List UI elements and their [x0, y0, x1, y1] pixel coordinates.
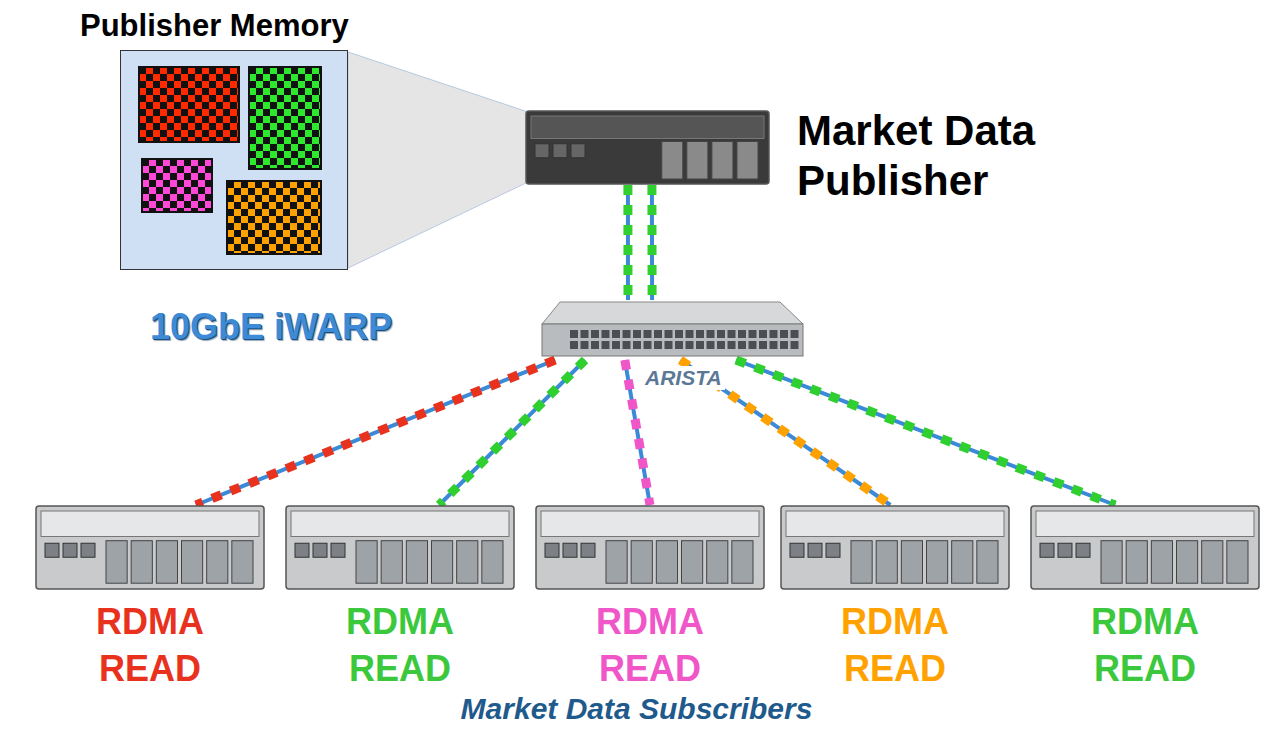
operation-label: RDMA READ: [70, 599, 230, 693]
server-node: RDMA READ: [535, 505, 765, 590]
data-flow-dashes: [623, 185, 632, 300]
node-label: Publisher Memory: [80, 8, 349, 44]
network-label: 10GbE iWARP: [150, 306, 392, 348]
link-line: [439, 360, 585, 505]
server-illustration: [1030, 505, 1260, 590]
server-illustration: [535, 505, 765, 590]
data-flow-dashes: [736, 360, 1115, 505]
group-caption: Market Data Subscribers: [0, 692, 1273, 726]
memory-box: [120, 50, 348, 270]
server-illustration: [525, 110, 770, 185]
server-node: RDMA READ: [35, 505, 265, 590]
server-illustration: [285, 505, 515, 590]
zoom-wedge: [348, 52, 528, 268]
memory-block: [227, 181, 321, 254]
operation-label: RDMA READ: [1065, 599, 1225, 693]
server-node: RDMA READ: [1030, 505, 1260, 590]
server-node: RDMA READ: [285, 505, 515, 590]
link-line: [196, 360, 555, 505]
server-illustration: [780, 505, 1010, 590]
server-node: RDMA READ: [780, 505, 1010, 590]
network-link: [736, 360, 1115, 505]
memory-block: [142, 159, 212, 212]
operation-label: RDMA READ: [815, 599, 975, 693]
memory-blocks: [121, 51, 347, 269]
network-switch: ARISTA: [540, 300, 805, 360]
switch-illustration: [540, 300, 805, 360]
network-link: [439, 360, 585, 505]
node-label: Market Data Publisher: [797, 106, 1067, 207]
link-line: [650, 185, 654, 300]
operation-label: RDMA READ: [320, 599, 480, 693]
server-node: Market Data Publisher: [525, 110, 770, 185]
memory-block: [249, 67, 321, 169]
data-flow-dashes: [439, 360, 585, 505]
link-line: [736, 360, 1115, 505]
memory-node: Publisher Memory: [80, 8, 410, 272]
network-link: [627, 185, 628, 300]
server-illustration: [35, 505, 265, 590]
network-link: [651, 185, 652, 300]
data-flow-dashes: [647, 185, 656, 300]
operation-label: RDMA READ: [570, 599, 730, 693]
network-link: [196, 360, 555, 505]
link-line: [626, 185, 630, 300]
memory-block: [139, 67, 239, 142]
node-label: ARISTA: [642, 366, 725, 390]
data-flow-dashes: [196, 360, 555, 505]
